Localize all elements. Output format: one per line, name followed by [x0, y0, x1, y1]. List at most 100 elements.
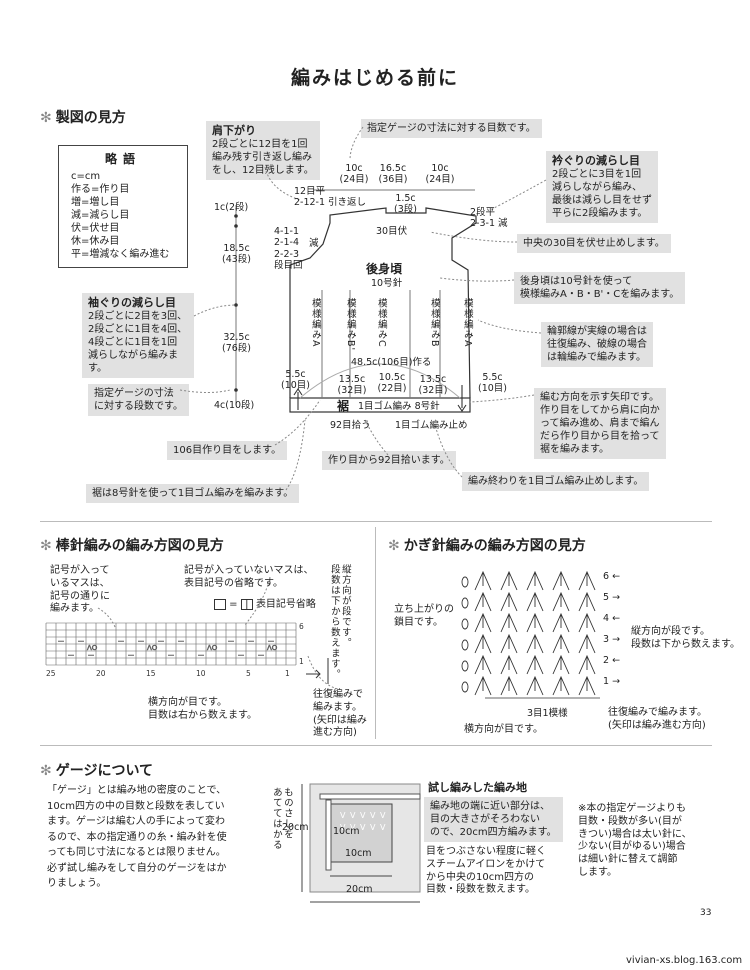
text-line: 2段ごとに2目を3回、 — [88, 311, 188, 323]
leader-line — [477, 319, 542, 334]
text-line: 5.5c — [482, 372, 503, 383]
text-line: スチームアイロンをかけて — [426, 858, 546, 870]
crochet-stitch-symbol — [474, 591, 492, 612]
crochet-horizontal-note: 横方向が目です。 — [464, 724, 543, 735]
text-line: ※本の指定ゲージよりも — [578, 803, 686, 814]
knit-v-mark: V — [360, 811, 366, 820]
side-right: 5.5c(10目) — [478, 372, 507, 395]
text-line: は輪編みで編みます。 — [547, 352, 646, 363]
text-line: 2段ごとに3目を1回 — [552, 169, 642, 181]
purl-symbol: — — [128, 652, 134, 659]
purl-symbol: — — [178, 638, 184, 645]
text-line: 1.5c — [395, 193, 416, 204]
purl-symbol: — — [268, 638, 274, 645]
blank-cell-note: 記号が入っていないマスは、表目記号の省略です。 — [184, 565, 314, 591]
knit-v-mark: V — [370, 823, 376, 832]
center-bindoff-note: 中央の30目を伏せ止めします。 — [517, 234, 671, 253]
vert-hem: 4c(10段) — [214, 400, 255, 411]
purl-symbol: — — [158, 638, 164, 645]
text-line: から中央の10cm四方の — [426, 871, 534, 883]
ruler-horizontal — [319, 793, 421, 800]
asterisk-icon: ✻ — [388, 538, 400, 554]
text-line: 段数は下から数えます。 — [328, 564, 340, 680]
pattern-label: 模様編みB' — [344, 298, 356, 352]
knit-stitch-icon: | — [240, 598, 253, 610]
crochet-row-label: 2 ← — [603, 655, 621, 666]
text-line: 後身頃は10号針を使って — [520, 276, 633, 287]
text-line: 編む方向を示す矢印です。 — [540, 392, 659, 403]
asterisk-icon: ✻ — [40, 110, 52, 126]
text-line: 縦方向が段です。 — [631, 626, 710, 637]
flat-knit-arrows — [306, 655, 339, 690]
chain-stitch-symbol — [461, 576, 469, 588]
knit-horizontal-note: 横方向が目です。目数は右から数えます。 — [148, 697, 257, 723]
bindoff-label: 1目ゴム編み止め — [395, 420, 468, 431]
crochet-stitch-symbol — [500, 591, 518, 612]
cast-on-note: 106目作り目をします。 — [167, 441, 288, 460]
crochet-stitch-symbol — [526, 591, 544, 612]
text-line: 4-1-1 — [274, 226, 299, 237]
dimension-tick — [234, 388, 238, 392]
text-line: ます。ゲージは編む人の手によって変わ — [47, 816, 225, 827]
knit-flat-note: 往復編みで編みます。(矢印は編み進む方向) — [313, 689, 367, 740]
text-line: 記号の通りに — [50, 590, 110, 602]
purl-symbol: — — [258, 652, 264, 659]
text-line: (43段) — [222, 254, 252, 266]
text-line: 表目記号の省略です。 — [184, 577, 283, 589]
crochet-repeat-label: 3目1模様 — [527, 708, 568, 719]
text-line: 32.5c — [223, 332, 250, 343]
crochet-chart — [461, 570, 600, 699]
leader-line — [439, 277, 515, 282]
dim-10cm-bottom: 10cm — [345, 848, 372, 859]
crochet-stitch-symbol — [578, 654, 596, 675]
purl-symbol: — — [118, 638, 124, 645]
text-line: いるマスは、 — [50, 577, 110, 589]
purl-symbol: — — [138, 638, 144, 645]
text-line: 横方向が目です。 — [148, 697, 227, 708]
crochet-stitch-symbol — [578, 591, 596, 612]
text-line: は細い針に替えて調節 — [578, 854, 678, 866]
x-tick-label: 20 — [96, 669, 106, 678]
leader-line — [285, 419, 306, 491]
text-line: 2段ごとに1目を4回、 — [88, 324, 188, 336]
text-line: 立ち上がりの — [394, 604, 454, 615]
text-line: 2-3-1 減 — [470, 218, 508, 230]
leader-line — [274, 399, 321, 446]
text-line: 往復編みで — [313, 689, 363, 700]
text-line: 2段平 — [470, 207, 496, 218]
text-line: 目をつぶさない程度に軽く — [426, 846, 546, 857]
text-line: 作り目をしてから肩に向か — [540, 405, 660, 416]
section-title-knitting-chart: ✻棒針編みの編み方図の見方 — [40, 538, 224, 554]
gauge-adjust-note: ※本の指定ゲージよりも目数・段数が多い(目がきつい)場合は太い針に、少ない(目が… — [578, 803, 692, 880]
crochet-stitch-symbol — [552, 654, 570, 675]
chain-stitch-symbol — [461, 618, 469, 630]
text-line: 目の大きさがそろわない — [430, 814, 540, 825]
crochet-stitch-symbol — [474, 633, 492, 654]
text-line: します。 — [578, 866, 617, 878]
crochet-vertical-note: 縦方向が段です。段数は下から数えます。 — [631, 626, 740, 652]
crochet-stitch-symbol — [526, 654, 544, 675]
knit-v-mark: V — [350, 811, 356, 820]
legend-item: 伏=伏せ目 — [71, 222, 120, 234]
purl-symbol: — — [248, 638, 254, 645]
text-line: (10目) — [478, 383, 508, 395]
text-line: 進む方向) — [313, 727, 357, 739]
crochet-stitch-symbol — [578, 612, 596, 633]
crochet-stitch-symbol — [474, 654, 492, 675]
legend-item: 増=増し目 — [71, 196, 120, 208]
asterisk-icon: ✻ — [40, 538, 52, 554]
bindoff-note: 編み終わりを1目ゴム編み止めします。 — [462, 472, 650, 491]
gauge-stitch-note: 指定ゲージの寸法に対する目数です。 — [361, 119, 542, 138]
text-line: 編み残す引き返し編み — [212, 152, 312, 164]
swatch-measure-note: 目をつぶさない程度に軽くスチームアイロンをかけてから中央の10cm四方の目数・段… — [426, 846, 546, 897]
leader-line — [264, 166, 301, 201]
legend-item: 減=減らし目 — [71, 209, 130, 221]
dim-top-right: 10c(24目) — [425, 163, 455, 186]
crochet-stitch-symbol — [578, 675, 596, 696]
ruler-vertical — [325, 799, 332, 871]
legend-title: 略語 — [104, 152, 141, 166]
